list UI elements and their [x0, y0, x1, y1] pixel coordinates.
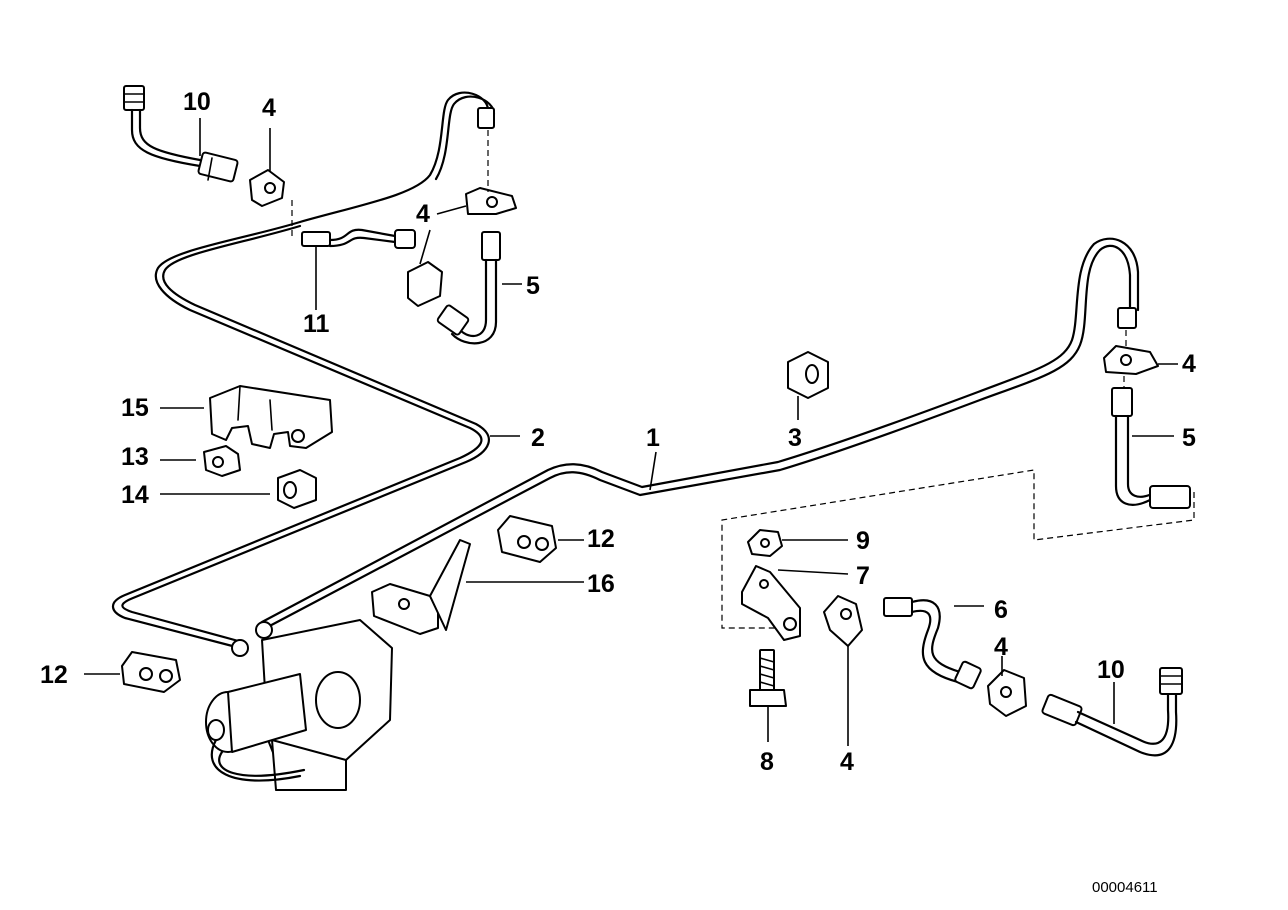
bracket-4-right: [1103, 345, 1159, 375]
callout-6: 6: [994, 596, 1008, 624]
brake-pipe-6: [883, 597, 982, 690]
bracket-4-lower-right: [987, 669, 1027, 717]
callout-4-lower-center: 4: [840, 748, 854, 776]
bracket-16: [371, 539, 471, 635]
bracket-4-top-left: [249, 169, 285, 207]
callout-10-right: 10: [1097, 656, 1125, 684]
callout-4-right: 4: [1182, 350, 1196, 378]
callout-15: 15: [121, 394, 149, 422]
bolt-8: [749, 649, 787, 707]
callout-5-left: 5: [526, 272, 540, 300]
bracket-4-upper: [465, 187, 517, 215]
callout-8: 8: [760, 748, 774, 776]
grommet-14: [277, 469, 317, 509]
clip-13: [203, 445, 241, 477]
callout-9: 9: [856, 527, 870, 555]
brake-hose-5-right: [1111, 387, 1191, 509]
callout-4-upper-left: 4: [262, 94, 276, 122]
callout-4-lower-right: 4: [994, 633, 1008, 661]
nut-9: [747, 529, 783, 557]
abs-hydraulic-unit: [205, 619, 393, 791]
callout-16: 16: [587, 570, 615, 598]
connector-11: [301, 228, 416, 249]
callout-10-upper-left: 10: [183, 88, 211, 116]
clip-12-lower-left: [121, 651, 181, 693]
drawing-number: 00004611: [1092, 879, 1158, 896]
callout-13: 13: [121, 443, 149, 471]
callout-2: 2: [531, 424, 545, 452]
grommet-3: [787, 351, 829, 399]
callout-12-center: 12: [587, 525, 615, 553]
callout-7: 7: [856, 562, 870, 590]
fitting-right-top: [1117, 307, 1137, 329]
brake-pipe-2: [111, 91, 496, 650]
brake-hose-10-right: [1041, 667, 1183, 757]
clip-12-center: [497, 515, 557, 563]
callout-3: 3: [788, 424, 802, 452]
brake-hose-10-left: [123, 85, 239, 183]
bracket-7: [741, 565, 801, 641]
callout-labels: 10 4 4 5 11 15 2 13 14 1 3 4 5 12 16 12 …: [40, 88, 1196, 776]
bracket-15: [209, 385, 333, 449]
brake-pipe-1: [260, 237, 1140, 632]
callout-12-lower-left: 12: [40, 661, 68, 689]
clip-4-lower-center: [823, 595, 863, 647]
dashed-connection-lines: [291, 130, 1195, 629]
brake-hose-5-left: [436, 231, 501, 345]
callout-11: 11: [303, 310, 330, 338]
fitting-top-pipe2: [477, 107, 495, 129]
leader-lines: [84, 118, 1178, 746]
clip-4-middle: [407, 261, 443, 307]
callout-4-upper-middle: 4: [416, 200, 430, 228]
callout-5-right: 5: [1182, 424, 1196, 452]
callout-1: 1: [646, 424, 660, 452]
callout-14: 14: [121, 481, 149, 509]
